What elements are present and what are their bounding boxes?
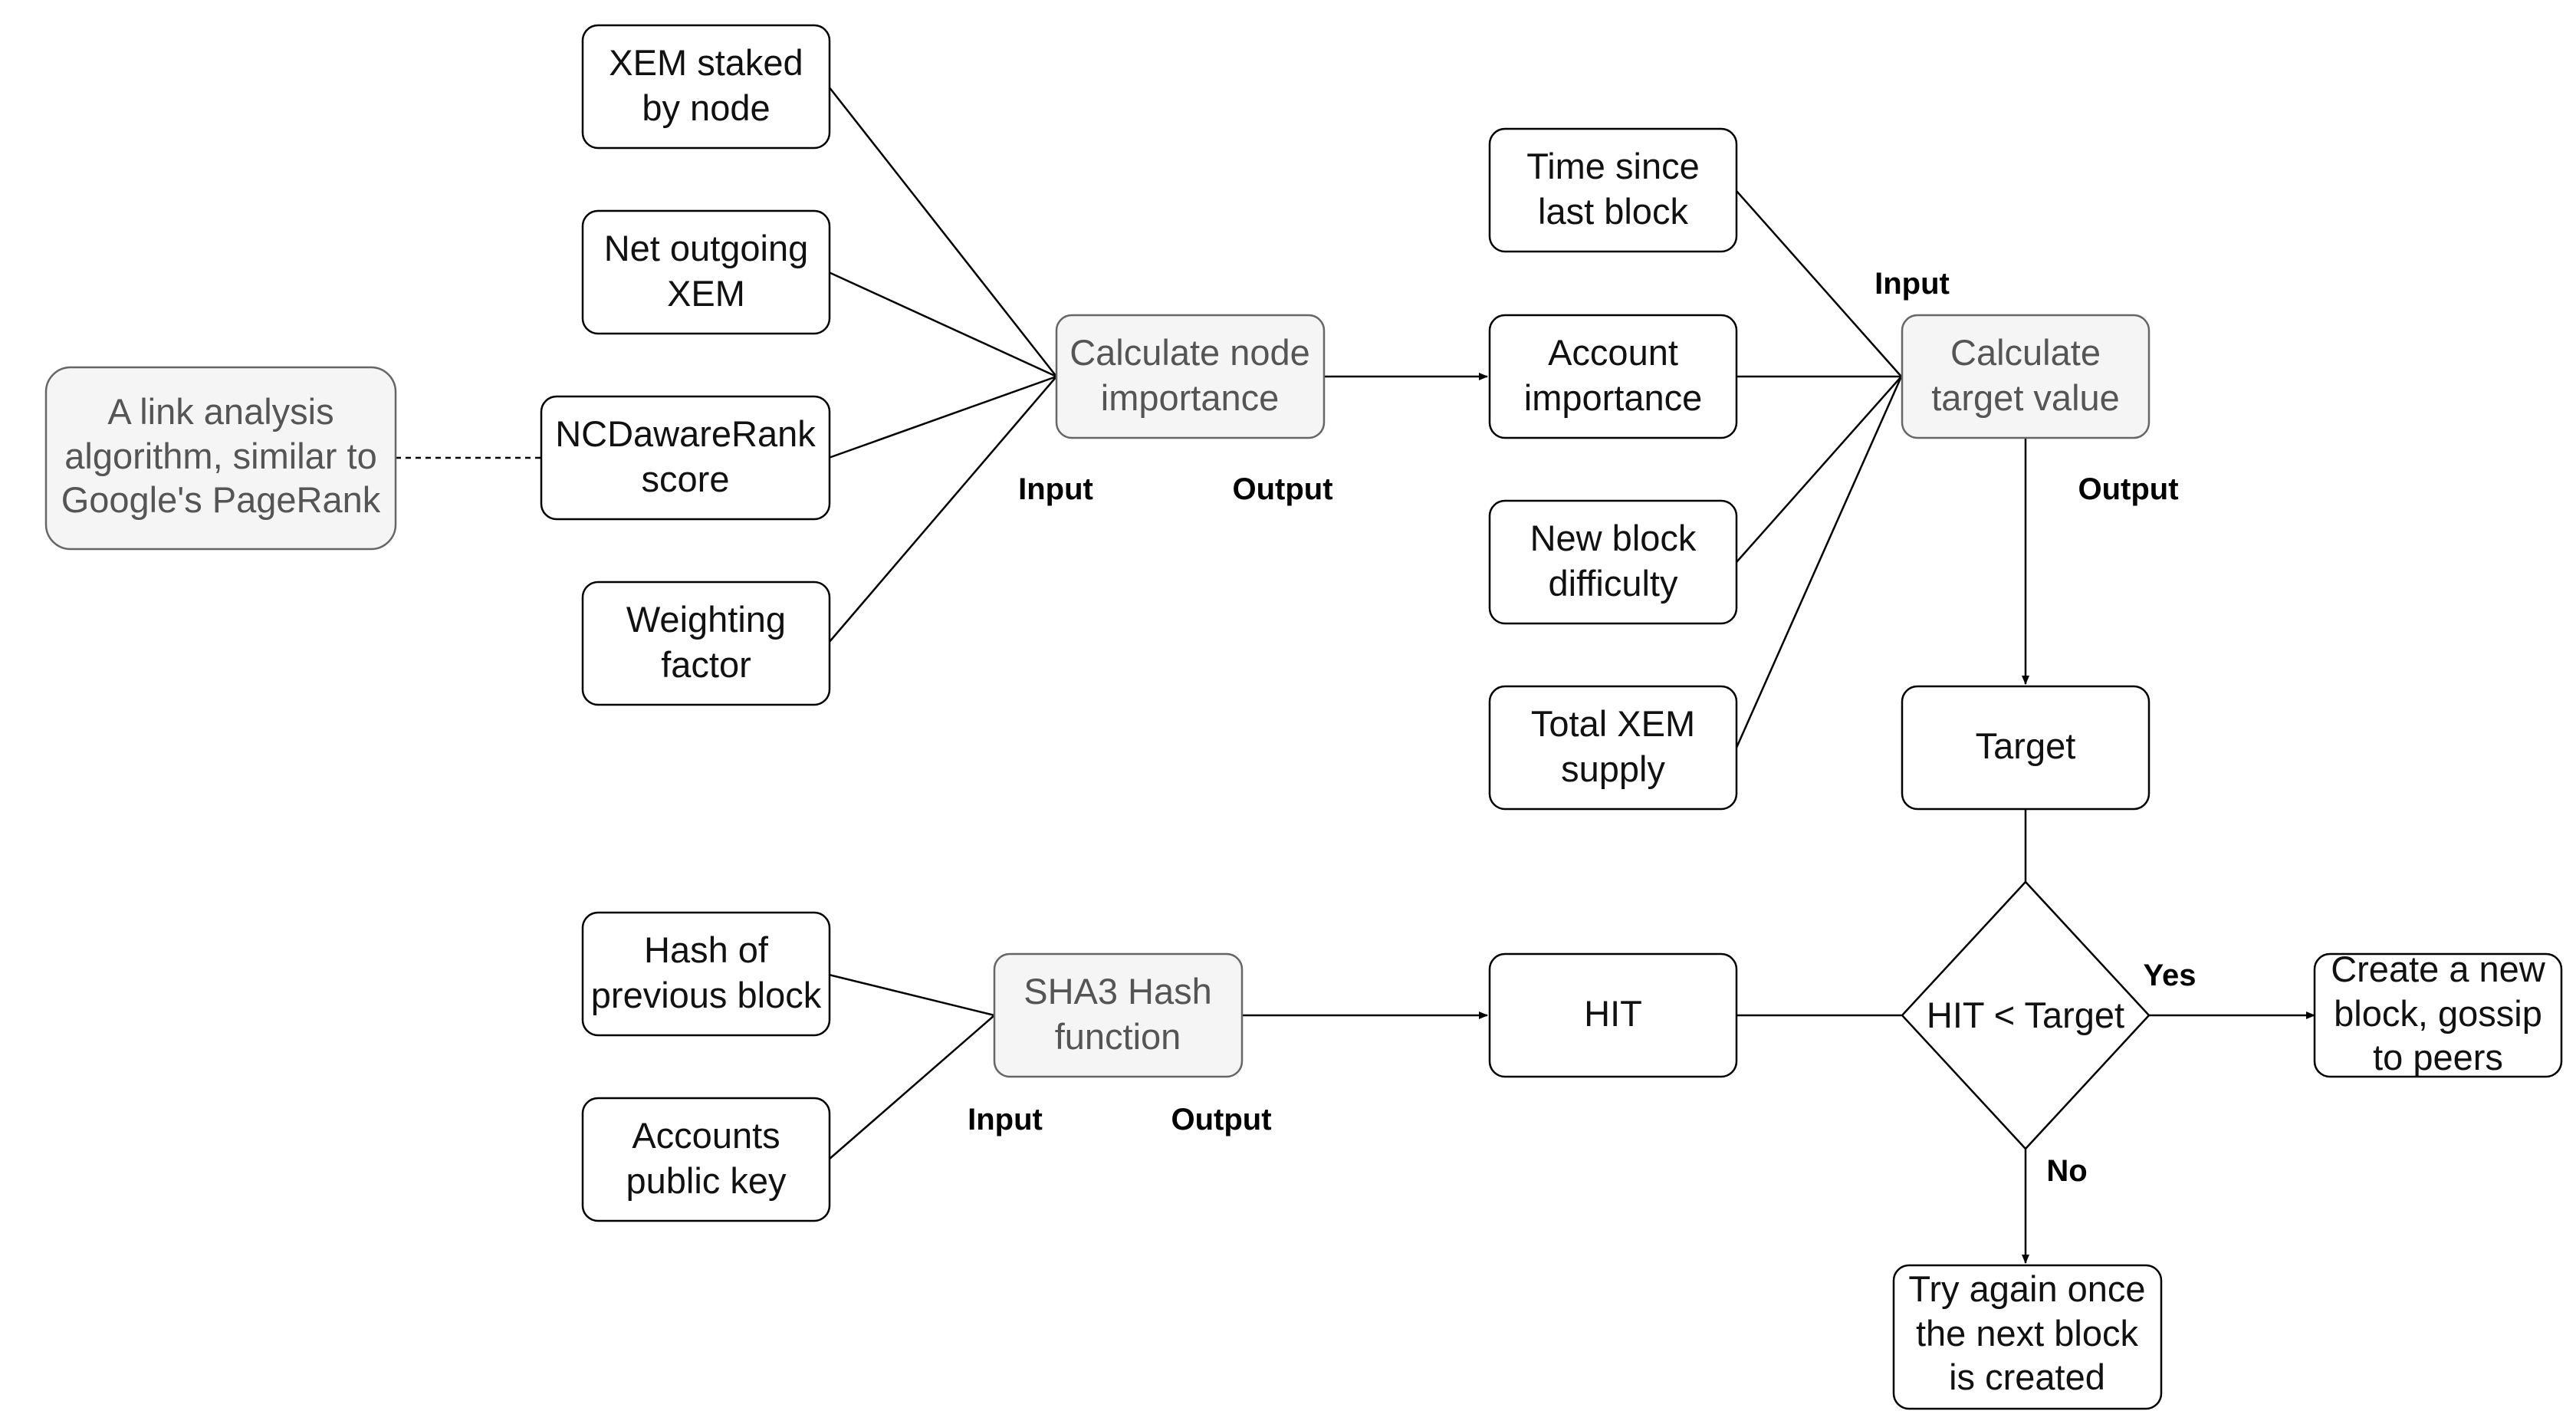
label-input-calc-target: Input: [1875, 267, 1950, 301]
edge-ncdaware-to-calc-node: [828, 375, 1057, 459]
node-try-again-line-2: the next block: [1916, 1313, 2139, 1354]
node-target-line-1: Target: [1976, 725, 2076, 766]
node-accounts-pubkey-line-2: public key: [626, 1160, 787, 1201]
label-input-sha3: Input: [968, 1103, 1043, 1136]
node-ncdaware-line-1: NCDawareRank: [555, 413, 816, 454]
node-decision-line-1: HIT < Target: [1927, 995, 2124, 1035]
node-calc-target-line-1: Calculate: [1950, 332, 2101, 373]
node-target: Target: [1901, 685, 2150, 811]
node-accounts-pubkey: Accounts public key: [581, 1097, 831, 1222]
node-hit: HIT: [1488, 952, 1738, 1078]
node-calc-target: Calculate target value: [1901, 314, 2150, 439]
node-time-since-line-1: Time since: [1526, 146, 1699, 186]
node-calc-node-importance-line-1: Calculate node: [1070, 332, 1310, 373]
node-link-analysis: A link analysis algorithm, similar to Go…: [44, 366, 397, 551]
node-new-block-difficulty: New block difficulty: [1488, 499, 1738, 625]
label-no: No: [2046, 1154, 2087, 1188]
node-link-analysis-line-3: Google's PageRank: [61, 479, 381, 520]
edge-total-xem-to-calc-target: [1735, 376, 1903, 748]
node-xem-staked-line-2: by node: [642, 87, 770, 128]
node-sha3-line-1: SHA3 Hash: [1024, 971, 1212, 1011]
node-create-block-line-3: to peers: [2373, 1037, 2503, 1077]
node-net-outgoing: Net outgoing XEM: [581, 209, 831, 335]
node-sha3-line-2: function: [1055, 1016, 1181, 1057]
node-create-block-line-1: Create a new: [2331, 949, 2546, 989]
label-input-calc-node: Input: [1018, 472, 1093, 506]
edge-time-since-to-calc-target: [1736, 190, 1902, 377]
node-net-outgoing-line-1: Net outgoing: [604, 228, 809, 268]
edge-accounts-pubkey-to-sha3: [828, 1015, 995, 1160]
edge-net-outgoing-to-calc-node: [828, 271, 1057, 378]
node-calc-node-importance-line-2: importance: [1101, 377, 1280, 418]
node-total-xem-line-1: Total XEM: [1531, 703, 1695, 744]
node-account-importance-line-2: importance: [1524, 377, 1703, 418]
node-net-outgoing-line-2: XEM: [667, 273, 745, 314]
node-weighting-line-2: factor: [661, 644, 751, 685]
node-account-importance: Account importance: [1488, 314, 1738, 439]
node-account-importance-line-1: Account: [1548, 332, 1678, 373]
node-calc-node-importance: Calculate node importance: [1055, 314, 1326, 439]
node-time-since-line-2: last block: [1538, 191, 1688, 232]
node-xem-staked-line-1: XEM staked: [609, 42, 803, 83]
node-accounts-pubkey-line-1: Accounts: [632, 1115, 780, 1156]
node-hit-line-1: HIT: [1584, 993, 1642, 1034]
node-try-again-line-1: Try again once: [1908, 1268, 2145, 1309]
node-total-xem-line-2: supply: [1561, 748, 1665, 789]
node-hash-prev: Hash of previous block: [581, 911, 831, 1037]
node-total-xem: Total XEM supply: [1488, 685, 1738, 811]
node-create-block: Create a new block, gossip to peers: [2313, 949, 2563, 1078]
node-ncdaware-line-2: score: [642, 459, 730, 499]
node-try-again-line-3: is created: [1949, 1357, 2105, 1397]
node-link-analysis-line-2: algorithm, similar to: [64, 436, 376, 476]
node-new-block-difficulty-line-2: difficulty: [1549, 563, 1678, 604]
node-weighting-line-1: Weighting: [626, 599, 786, 640]
node-link-analysis-line-1: A link analysis: [107, 391, 334, 432]
node-xem-staked: XEM staked by node: [581, 24, 831, 150]
edge-xem-staked-to-calc-node: [828, 86, 1057, 377]
node-hash-prev-line-2: previous block: [591, 975, 822, 1015]
node-time-since: Time since last block: [1488, 127, 1738, 253]
node-try-again: Try again once the next block is created: [1892, 1264, 2163, 1410]
label-output-calc-target: Output: [2078, 472, 2178, 506]
edge-hash-prev-to-sha3: [828, 973, 995, 1017]
node-ncdaware: NCDawareRank score: [540, 395, 831, 521]
label-yes: Yes: [2144, 959, 2196, 992]
node-create-block-line-2: block, gossip: [2334, 993, 2542, 1034]
node-sha3: SHA3 Hash function: [993, 952, 1244, 1078]
edge-weighting-to-calc-node: [828, 376, 1057, 643]
label-output-calc-node: Output: [1232, 472, 1332, 506]
edge-new-block-difficulty-to-calc-target: [1736, 376, 1902, 563]
edges: [396, 86, 2315, 1264]
node-hash-prev-line-1: Hash of: [644, 929, 769, 970]
node-weighting: Weighting factor: [581, 581, 831, 706]
label-output-sha3: Output: [1171, 1103, 1271, 1136]
node-calc-target-line-2: target value: [1931, 377, 2120, 418]
node-decision: HIT < Target: [1901, 880, 2150, 1150]
edge-labels: Input Output Input Output Input Output Y…: [968, 267, 2196, 1188]
node-new-block-difficulty-line-1: New block: [1530, 518, 1697, 558]
